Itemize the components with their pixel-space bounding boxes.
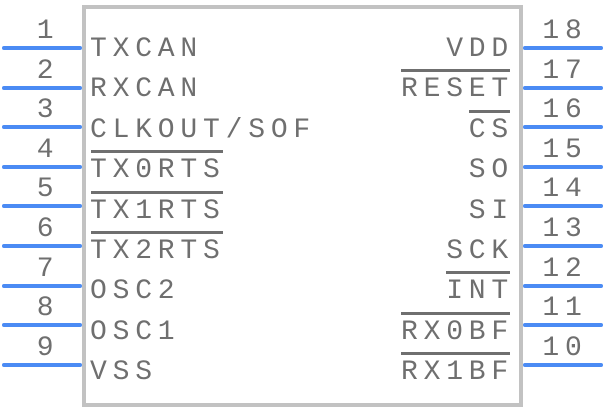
pin-label: TXCAN (90, 34, 204, 65)
pin-label: TX1RTS (90, 196, 226, 227)
active-low-overbar (91, 150, 224, 153)
pin-line (2, 363, 82, 367)
pin-line (2, 204, 82, 208)
pin-number: 6 (36, 214, 60, 245)
pin-number: 3 (36, 95, 60, 126)
pin-number: 11 (542, 293, 588, 324)
pin-line (2, 86, 82, 90)
pin-label: CS (468, 115, 514, 146)
pin-label: RX1BF (400, 357, 514, 388)
pin-label: TX2RTS (90, 236, 226, 267)
active-low-overbar (400, 312, 510, 315)
pin-line (2, 165, 82, 169)
pin-line (523, 323, 603, 327)
pin-number: 18 (542, 16, 588, 47)
pin-line (2, 284, 82, 288)
pin-label: VDD (446, 34, 514, 65)
pin-label: SI (468, 196, 514, 227)
active-low-overbar (91, 231, 224, 234)
pin-line (2, 46, 82, 50)
pin-line (2, 323, 82, 327)
pin-label: SCK (446, 236, 514, 267)
pin-number: 5 (36, 174, 60, 205)
pin-label: RXCAN (90, 74, 204, 105)
active-low-overbar (445, 271, 510, 274)
pin-label: TX0RTS (90, 155, 226, 186)
pin-number: 15 (542, 135, 588, 166)
pin-line (523, 86, 603, 90)
pin-line (523, 125, 603, 129)
pin-number: 4 (36, 135, 60, 166)
active-low-overbar (400, 352, 510, 355)
pin-number: 10 (542, 333, 588, 364)
pin-number: 12 (542, 254, 588, 285)
pin-number: 8 (36, 293, 60, 324)
pin-number: 1 (36, 16, 60, 47)
pin-number: 17 (542, 56, 588, 87)
pin-number: 2 (36, 56, 60, 87)
active-low-overbar (91, 191, 224, 194)
pin-line (523, 165, 603, 169)
pin-label: INT (446, 276, 514, 307)
pin-number: 7 (36, 254, 60, 285)
pin-label: RX0BF (400, 317, 514, 348)
pin-label: VSS (90, 357, 158, 388)
pin-number: 14 (542, 174, 588, 205)
pin-label: OSC1 (90, 317, 181, 348)
pin-label: SO (468, 155, 514, 186)
pin-label: OSC2 (90, 276, 181, 307)
chip-body (82, 5, 523, 407)
pin-number: 13 (542, 214, 588, 245)
active-low-overbar (400, 69, 510, 72)
pin-line (523, 46, 603, 50)
pin-number: 9 (36, 333, 60, 364)
active-low-overbar (468, 110, 510, 113)
pin-line (523, 363, 603, 367)
pin-line (2, 244, 82, 248)
pin-line (523, 244, 603, 248)
pin-line (523, 204, 603, 208)
pin-line (523, 284, 603, 288)
pin-number: 16 (542, 95, 588, 126)
pin-label: CLKOUT/SOF (90, 115, 317, 146)
pin-label: RESET (400, 74, 514, 105)
pin-line (2, 125, 82, 129)
